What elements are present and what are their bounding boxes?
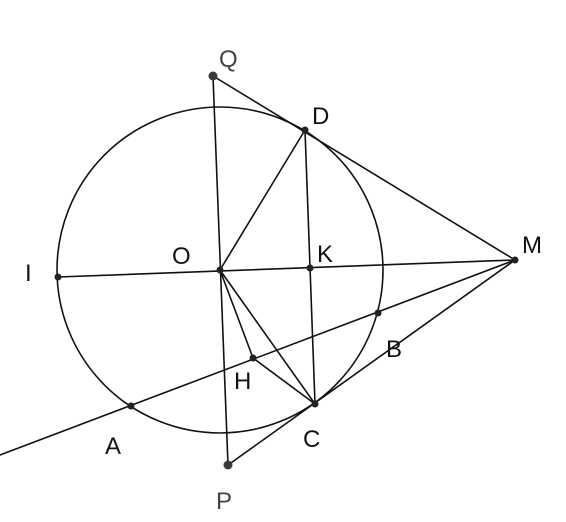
segment-o-h xyxy=(219,269,254,359)
label-q: Q xyxy=(219,46,238,73)
segment-p-m xyxy=(227,259,516,466)
label-i: I xyxy=(25,260,32,287)
segment-o-d xyxy=(219,129,306,271)
point-a xyxy=(127,402,135,410)
segment-h-c xyxy=(252,357,316,405)
point-p xyxy=(223,460,233,470)
point-k xyxy=(306,264,314,272)
label-o: O xyxy=(172,243,191,270)
segment-q-m xyxy=(212,75,516,261)
label-b: B xyxy=(386,336,402,363)
label-m: M xyxy=(522,232,542,259)
segment-o-c xyxy=(219,269,316,405)
point-o xyxy=(216,266,224,274)
point-m xyxy=(511,256,519,264)
point-i xyxy=(54,273,62,281)
point-b xyxy=(374,309,382,317)
secant-line-m-a xyxy=(0,259,516,456)
point-d xyxy=(301,126,309,134)
label-k: K xyxy=(317,241,333,268)
segment-i-m xyxy=(57,259,516,278)
label-c: C xyxy=(303,426,320,453)
circle-o xyxy=(56,106,384,434)
label-a: A xyxy=(105,433,121,460)
label-d: D xyxy=(312,103,329,130)
point-c xyxy=(311,400,319,408)
label-p: P xyxy=(216,488,232,515)
label-h: H xyxy=(234,368,251,395)
point-h xyxy=(249,354,257,362)
point-q xyxy=(208,71,218,81)
